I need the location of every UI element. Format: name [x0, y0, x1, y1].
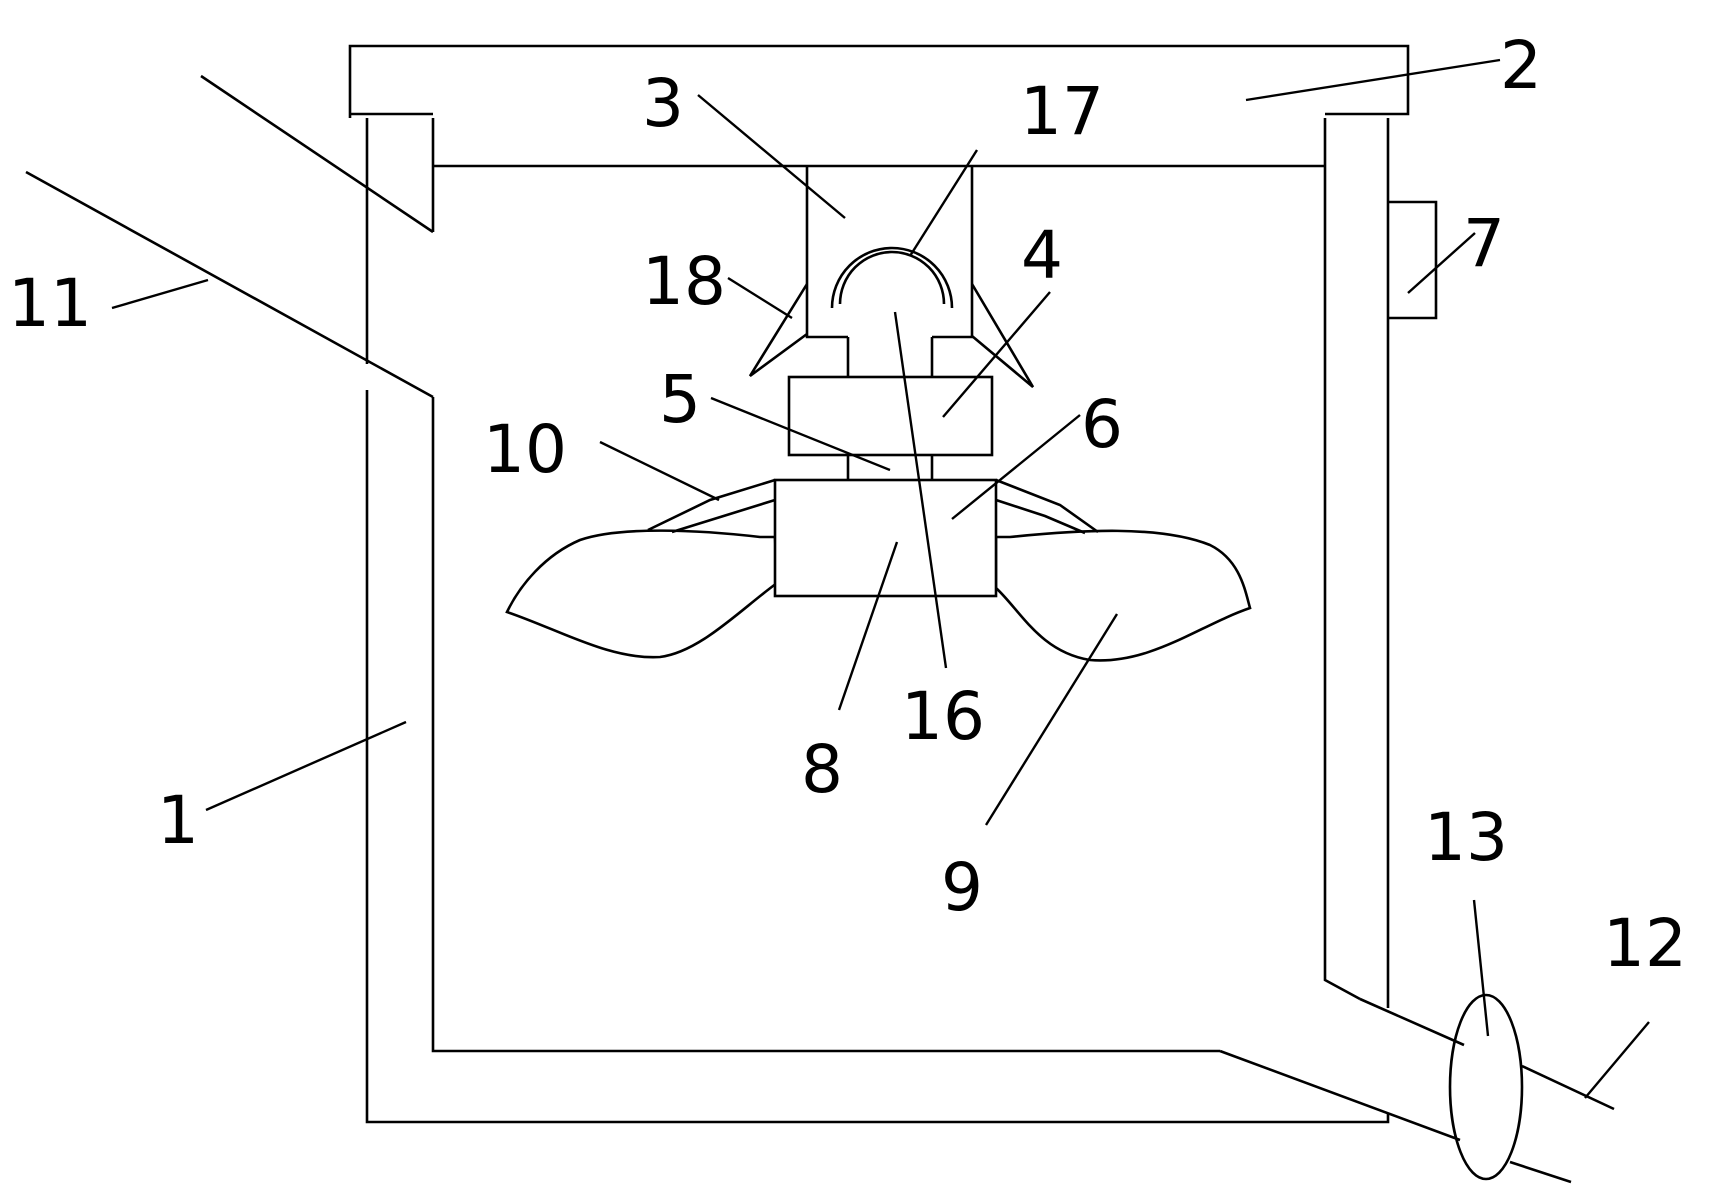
label-2: 2	[1500, 27, 1542, 104]
valve	[1448, 993, 1524, 1181]
bearing-arc	[830, 246, 954, 309]
label-7: 7	[1463, 205, 1505, 282]
leader-2	[1245, 58, 1501, 102]
brace-struts	[647, 478, 1099, 535]
outlet-pipe	[1219, 997, 1615, 1184]
leader-10	[599, 440, 720, 502]
leader-11	[111, 278, 209, 310]
label-4: 4	[1021, 217, 1063, 294]
label-18: 18	[642, 243, 726, 320]
leader-8	[837, 541, 899, 711]
leader-12	[1584, 1021, 1650, 1099]
lid	[348, 44, 1410, 118]
label-13: 13	[1424, 799, 1508, 876]
tank-body	[365, 118, 1390, 1124]
leader-3	[697, 94, 846, 219]
label-17: 17	[1020, 73, 1104, 150]
label-6: 6	[1081, 386, 1123, 463]
leader-lines	[111, 58, 1650, 1099]
label-1: 1	[157, 782, 199, 859]
leader-13	[1472, 899, 1490, 1037]
leader-18	[727, 276, 793, 320]
leader-17	[908, 149, 979, 257]
label-11: 11	[8, 265, 92, 342]
leader-4	[942, 291, 1051, 418]
label-16: 16	[901, 678, 985, 755]
spring-clip-right	[970, 283, 1035, 388]
fan-blade-right	[994, 529, 1252, 662]
bearing-arc-inner	[838, 250, 946, 305]
label-3: 3	[642, 65, 684, 142]
leader-1	[205, 720, 407, 812]
leader-6	[951, 414, 1081, 520]
label-10: 10	[483, 411, 567, 488]
inlet-pipe	[25, 74, 434, 399]
fan-blade-left	[505, 529, 779, 659]
label-9: 9	[941, 849, 983, 926]
side-box	[1388, 200, 1438, 320]
shaft	[846, 337, 934, 480]
label-12: 12	[1603, 905, 1687, 982]
leader-9	[984, 613, 1119, 826]
label-5: 5	[659, 361, 701, 438]
leader-16	[893, 311, 948, 669]
label-8: 8	[801, 731, 843, 808]
leader-5	[710, 396, 891, 472]
leader-7	[1407, 232, 1476, 294]
coupling	[787, 375, 994, 457]
